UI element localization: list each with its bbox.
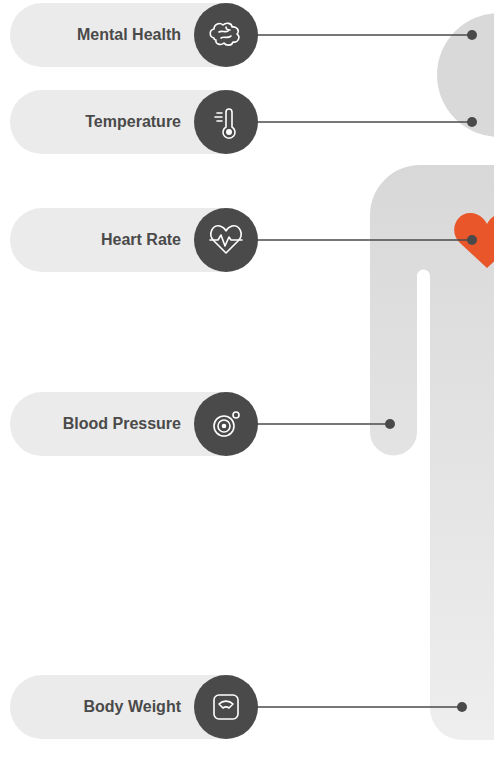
pill-label: Body Weight [84, 698, 181, 716]
body-head [437, 13, 494, 137]
label-pill: Body Weight [10, 675, 258, 739]
heart-shape [454, 213, 494, 268]
leader-line [250, 34, 472, 36]
leader-dot [467, 235, 477, 245]
label-pill: Mental Health [10, 3, 258, 67]
leader-dots [385, 30, 477, 712]
leader-lines [250, 35, 472, 707]
leader-dot [385, 419, 395, 429]
leader-line [250, 239, 472, 241]
label-pill: Blood Pressure [10, 392, 258, 456]
leader-line [250, 121, 472, 123]
label-pill: Temperature [10, 90, 258, 154]
leader-dot [467, 30, 477, 40]
body-torso [370, 165, 494, 740]
leader-dot [467, 117, 477, 127]
pill-label: Blood Pressure [63, 415, 181, 433]
leader-dot [457, 702, 467, 712]
pill-label: Heart Rate [101, 231, 181, 249]
pill-label: Mental Health [77, 26, 181, 44]
leader-line [250, 706, 462, 708]
leader-line [250, 423, 390, 425]
pill-label: Temperature [85, 113, 181, 131]
label-pill: Heart Rate [10, 208, 258, 272]
